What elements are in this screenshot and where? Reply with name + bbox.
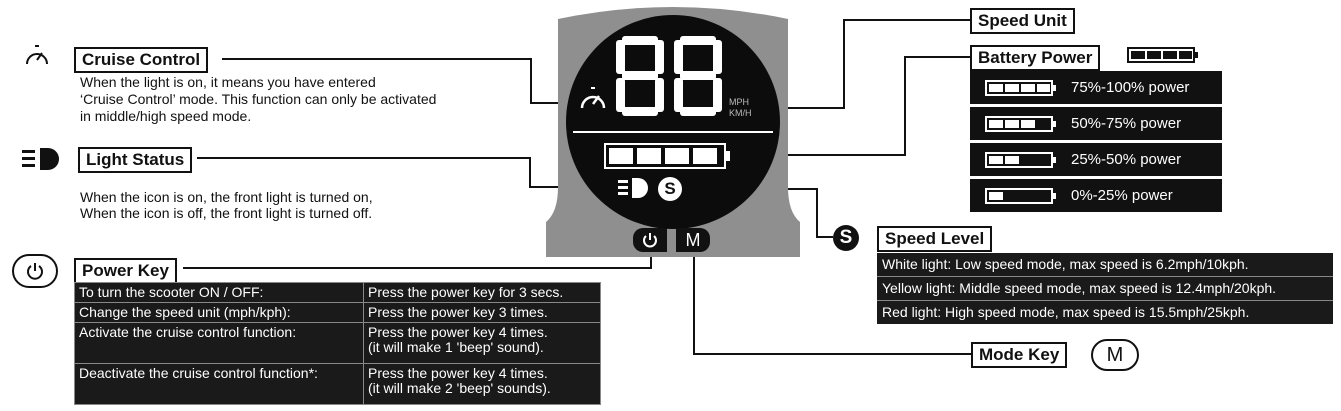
table-row: Red light: High speed mode, max speed is… — [882, 304, 1250, 320]
unit-kmh: KM/H — [729, 108, 752, 118]
device-mode-button[interactable]: M — [676, 228, 710, 252]
display-speedometer-icon — [578, 86, 608, 119]
light-status-title: Light Status — [78, 147, 193, 173]
light-desc-1: When the icon is on, the front light is … — [80, 189, 373, 205]
table-cell: Press the power key 3 times. — [363, 302, 601, 323]
cruise-control-title: Cruise Control — [74, 47, 209, 73]
speed-level-table: White light: Low speed mode, max speed i… — [877, 253, 1333, 324]
table-row: Yellow light: Middle speed mode, max spe… — [877, 277, 1333, 301]
power-key-table: To turn the scooter ON / OFF: Press the … — [74, 282, 601, 405]
cruise-icon — [24, 45, 50, 72]
table-cell: Deactivate the cruise control function*: — [74, 363, 364, 405]
table-line: (it will make 2 'beep' sounds). — [368, 380, 551, 396]
light-icon — [22, 147, 62, 176]
power-key-icon — [12, 254, 58, 288]
battery-level-label: 25%-50% power — [1071, 151, 1182, 168]
display-headlight-icon — [618, 177, 650, 204]
power-key-title: Power Key — [74, 258, 177, 284]
battery-power-title: Battery Power — [970, 45, 1101, 71]
speed-level-s-icon: S — [833, 225, 859, 251]
battery-level-label: 50%-75% power — [1071, 115, 1182, 132]
table-cell: Press the power key for 3 secs. — [363, 282, 601, 303]
light-desc-2: When the icon is off, the front light is… — [80, 205, 373, 221]
table-row: Deactivate the cruise control function*:… — [74, 363, 601, 405]
battery-4-bars-icon — [985, 80, 1057, 96]
cruise-desc-3: in middle/high speed mode. — [80, 108, 252, 124]
mode-key-icon: M — [1091, 339, 1139, 371]
battery-3-bars-icon — [985, 116, 1057, 132]
battery-2-bars-icon — [985, 152, 1057, 168]
table-cell: Change the speed unit (mph/kph): — [74, 302, 364, 323]
table-row: Change the speed unit (mph/kph): Press t… — [74, 302, 601, 323]
battery-level-label: 0%-25% power — [1071, 187, 1173, 204]
cruise-desc-2: ‘Cruise Control’ mode. This function can… — [80, 91, 437, 107]
table-row: To turn the scooter ON / OFF: Press the … — [74, 282, 601, 303]
battery-1-bar-icon — [985, 188, 1057, 204]
battery-icon — [1127, 47, 1199, 68]
table-row: Activate the cruise control function: Pr… — [74, 322, 601, 364]
table-cell: Press the power key 4 times. (it will ma… — [363, 363, 601, 405]
unit-mph: MPH — [729, 97, 749, 107]
display-battery-icon — [604, 143, 732, 174]
speed-unit-title: Speed Unit — [970, 8, 1075, 34]
mode-key-title: Mode Key — [971, 342, 1068, 368]
battery-level-row: 75%-100% power — [970, 71, 1222, 104]
table-line: (it will make 1 'beep' sound). — [368, 339, 544, 355]
battery-level-row: 0%-25% power — [970, 179, 1222, 212]
table-row: White light: Low speed mode, max speed i… — [877, 253, 1333, 277]
table-cell: To turn the scooter ON / OFF: — [74, 282, 364, 303]
display-s-icon: S — [658, 177, 682, 201]
battery-level-label: 75%-100% power — [1071, 79, 1190, 96]
table-cell: Activate the cruise control function: — [74, 322, 364, 364]
speed-level-title: Speed Level — [877, 226, 993, 252]
battery-level-row: 25%-50% power — [970, 143, 1222, 176]
table-line: Press the power key 4 times. — [368, 324, 548, 340]
table-cell: Press the power key 4 times. (it will ma… — [363, 322, 601, 364]
battery-level-row: 50%-75% power — [970, 107, 1222, 140]
table-line: Press the power key 4 times. — [368, 365, 548, 381]
speed-digits — [616, 34, 726, 118]
device-power-button[interactable] — [633, 228, 667, 252]
cruise-desc-1: When the light is on, it means you have … — [80, 74, 376, 90]
